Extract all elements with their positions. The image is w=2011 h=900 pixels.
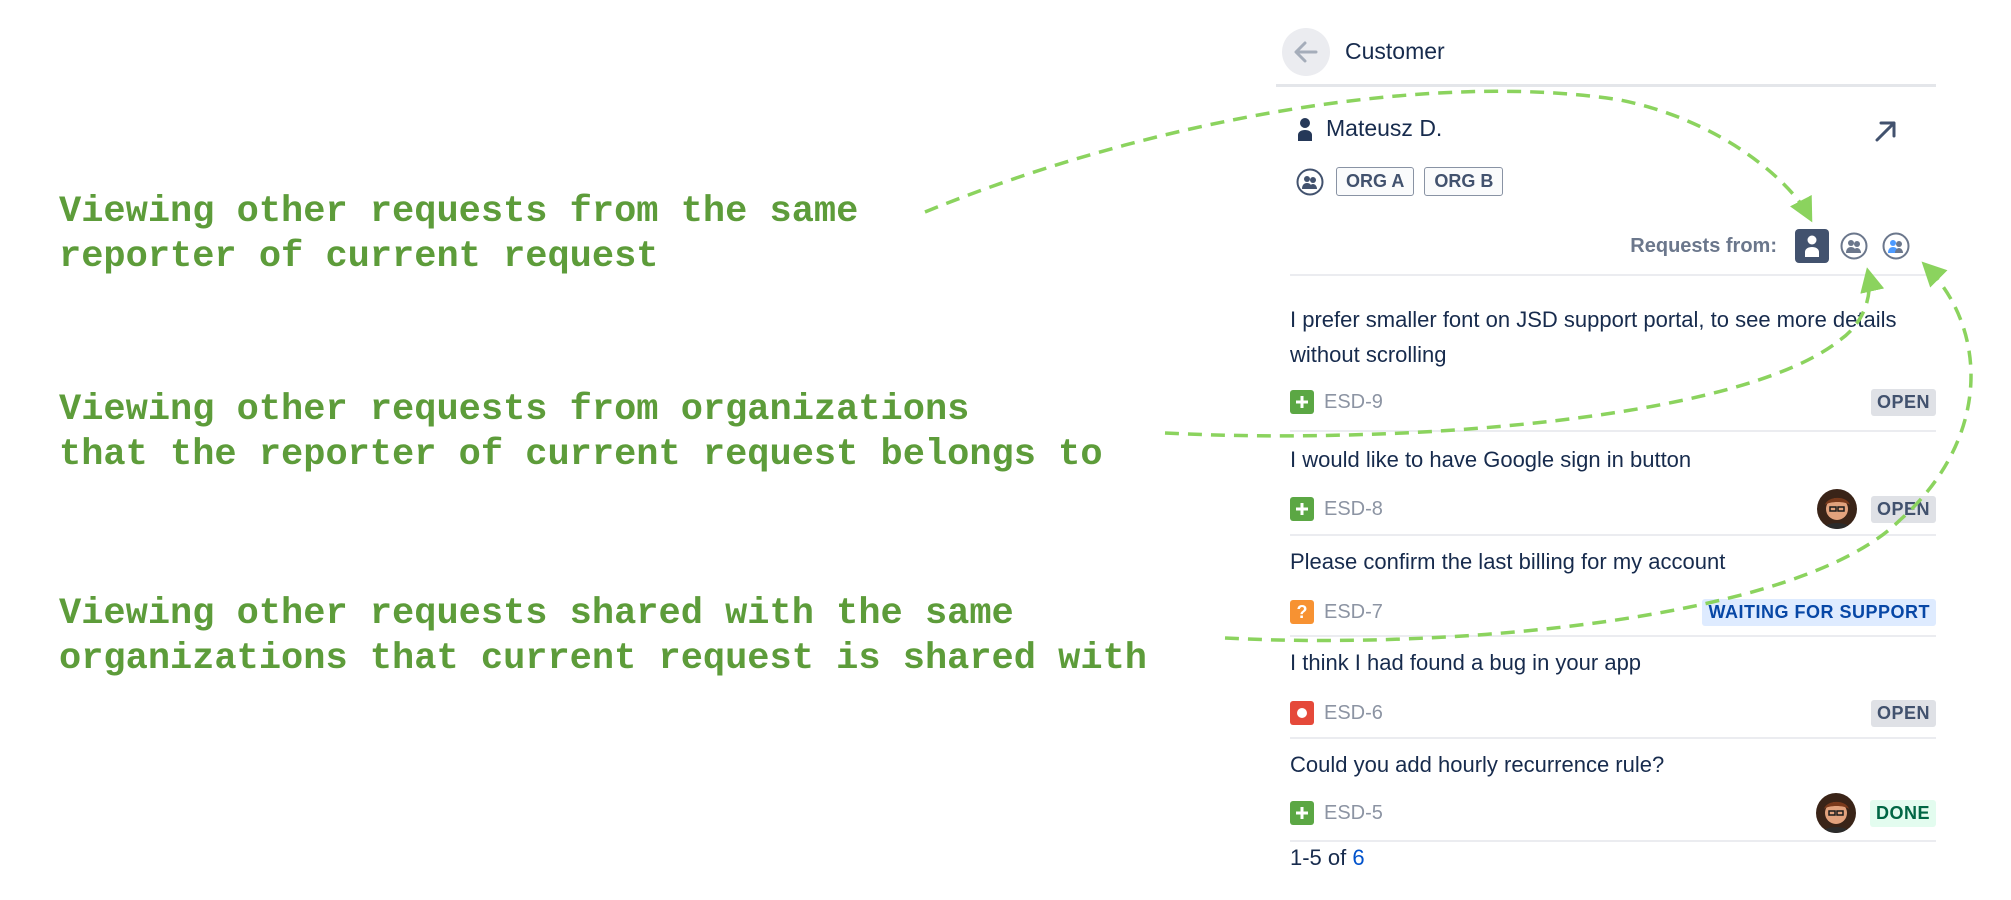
request-key[interactable]: ESD-7 xyxy=(1324,601,1383,623)
requests-from-label: Requests from: xyxy=(1630,234,1777,257)
new-feature-icon xyxy=(1290,801,1314,825)
person-icon xyxy=(1298,117,1312,141)
request-item[interactable]: Please confirm the last billing for my a… xyxy=(1290,536,1936,637)
request-key[interactable]: ESD-9 xyxy=(1324,391,1383,413)
request-item[interactable]: I think I had found a bug in your app ES… xyxy=(1290,637,1936,739)
annotation-line: reporter of current request xyxy=(59,236,659,278)
request-key[interactable]: ESD-6 xyxy=(1324,702,1383,724)
avatar xyxy=(1816,489,1857,529)
annotation-reporter-organizations: Viewing other requests from organization… xyxy=(59,388,1103,478)
request-title[interactable]: I prefer smaller font on JSD support por… xyxy=(1290,307,1897,367)
pagination-total-link[interactable]: 6 xyxy=(1352,845,1365,870)
organization-icon xyxy=(1296,168,1324,195)
status-badge: OPEN xyxy=(1870,388,1936,416)
person-icon xyxy=(1805,235,1819,257)
pagination-range: 1-5 of xyxy=(1290,845,1353,870)
avatar xyxy=(1815,793,1856,833)
org-badge[interactable]: ORG B xyxy=(1424,167,1504,196)
request-title[interactable]: I think I had found a bug in your app xyxy=(1290,650,1642,675)
org-badge[interactable]: ORG A xyxy=(1336,167,1415,196)
new-feature-icon xyxy=(1290,497,1314,521)
request-key[interactable]: ESD-5 xyxy=(1324,802,1383,824)
request-item[interactable]: I prefer smaller font on JSD support por… xyxy=(1290,302,1936,432)
status-badge: DONE xyxy=(1869,799,1936,827)
annotation-line: Viewing other requests shared with the s… xyxy=(59,593,1014,635)
arrow-up-right-icon xyxy=(1875,121,1896,142)
requests-from-reporter-button[interactable] xyxy=(1795,229,1829,263)
arrow-left-icon xyxy=(1294,41,1318,63)
requests-from-organizations-button[interactable] xyxy=(1837,229,1871,263)
request-title[interactable]: Please confirm the last billing for my a… xyxy=(1290,549,1726,574)
annotation-line: organizations that current request is sh… xyxy=(59,638,1147,680)
annotation-line: that the reporter of current request bel… xyxy=(59,434,1103,476)
request-title[interactable]: I would like to have Google sign in butt… xyxy=(1290,447,1692,472)
new-feature-icon xyxy=(1290,390,1314,414)
request-key[interactable]: ESD-8 xyxy=(1324,498,1383,520)
organization-icon xyxy=(1840,232,1868,260)
divider xyxy=(1290,274,1936,276)
panel-header: Customer xyxy=(1276,28,1936,87)
pagination: 1-5 of 6 xyxy=(1290,845,1365,871)
request-title[interactable]: Could you add hourly recurrence rule? xyxy=(1290,752,1665,777)
reporter: Mateusz D. xyxy=(1296,115,1442,142)
request-item[interactable]: I would like to have Google sign in butt… xyxy=(1290,435,1936,536)
status-badge: WAITING FOR SUPPORT xyxy=(1702,598,1936,626)
bug-icon xyxy=(1290,701,1314,725)
annotation-line: Viewing other requests from organization… xyxy=(59,389,970,431)
annotation-shared-organizations: Viewing other requests shared with the s… xyxy=(59,592,1147,682)
requests-shared-with-organizations-button[interactable] xyxy=(1879,229,1913,263)
open-profile-button[interactable] xyxy=(1871,116,1901,146)
request-item[interactable]: Could you add hourly recurrence rule? ES… xyxy=(1290,739,1936,842)
requests-from: Requests from: xyxy=(1630,229,1913,263)
question-icon: ? xyxy=(1290,600,1314,624)
organizations: ORG A ORG B xyxy=(1296,167,1504,196)
status-badge: OPEN xyxy=(1870,699,1936,727)
back-button[interactable] xyxy=(1282,28,1330,76)
request-list: I prefer smaller font on JSD support por… xyxy=(1290,302,1936,842)
annotation-line: Viewing other requests from the same xyxy=(59,191,859,233)
status-badge: OPEN xyxy=(1870,495,1936,523)
reporter-name: Mateusz D. xyxy=(1326,115,1443,141)
shared-organization-icon xyxy=(1882,232,1910,260)
page-title: Customer xyxy=(1345,38,1445,64)
annotation-same-reporter: Viewing other requests from the same rep… xyxy=(59,190,858,280)
customer-panel: Customer Mateusz D. ORG A ORG B Requests… xyxy=(1276,0,1936,900)
